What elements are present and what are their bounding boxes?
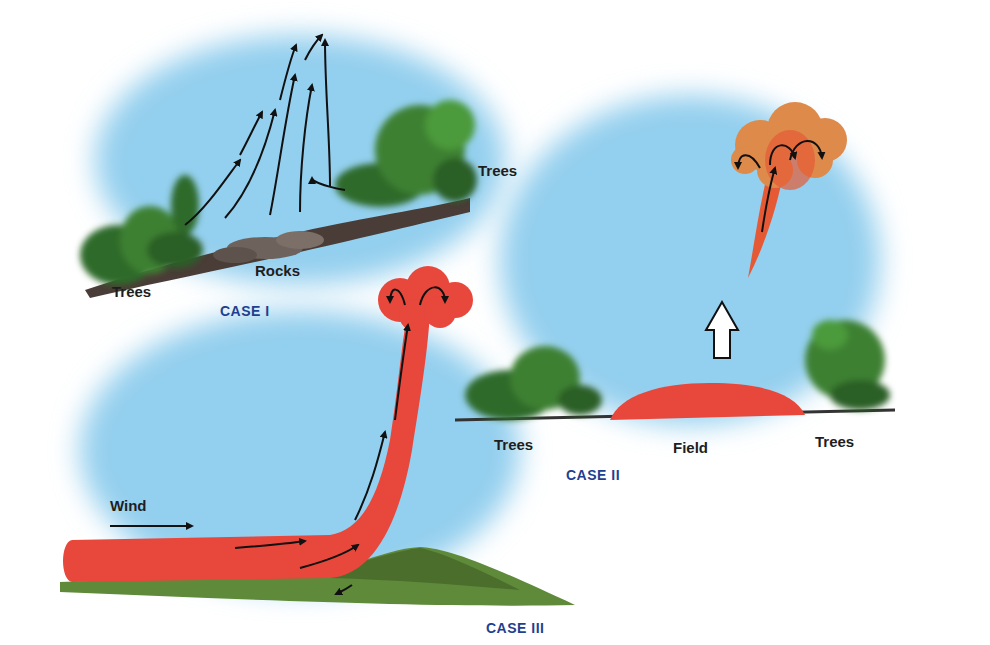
case-two [455, 102, 895, 420]
part-label: Rocks [255, 263, 300, 280]
case-one [80, 35, 477, 298]
case-three [60, 266, 575, 606]
part-label: Wind [110, 498, 147, 515]
part-label: Trees [494, 437, 533, 454]
part-label: Field [673, 440, 708, 457]
part-label: Trees [112, 284, 151, 301]
sky [95, 35, 505, 285]
part-label: Trees [478, 163, 517, 180]
case-label: CASE III [486, 621, 544, 636]
case-label: CASE I [220, 304, 270, 319]
part-label: Trees [815, 434, 854, 451]
case-label: CASE II [566, 468, 620, 483]
